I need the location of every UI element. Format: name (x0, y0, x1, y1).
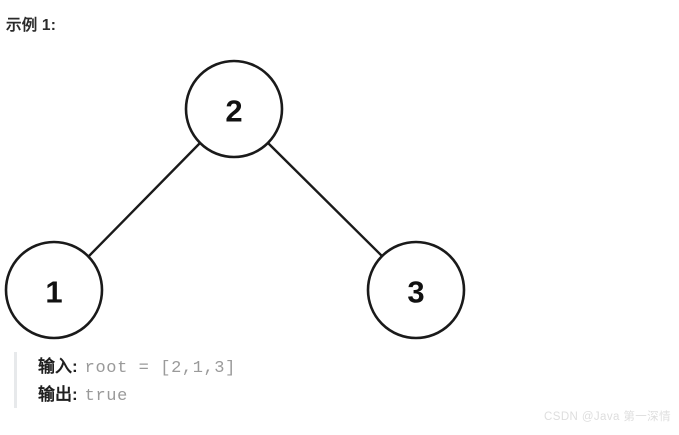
node-label: 1 (45, 275, 62, 310)
input-value: root = [2,1,3] (84, 359, 236, 378)
node-label: 3 (407, 275, 424, 310)
input-line: 输入: root = [2,1,3] (38, 352, 236, 380)
edge-root-to-right (266, 141, 385, 259)
edge-root-to-left (86, 141, 202, 259)
tree-node-right: 3 (366, 240, 466, 340)
csdn-watermark: CSDN @Java 第一深情 (544, 411, 671, 423)
node-circle (4, 240, 104, 340)
tree-svg: 2 1 3 (4, 59, 466, 340)
output-label: 输出: (38, 385, 78, 404)
binary-tree-diagram: 2 1 3 (0, 48, 679, 348)
io-example-block: 输入: root = [2,1,3] 输出: true (14, 352, 236, 408)
node-circle (184, 59, 284, 159)
tree-node-root: 2 (184, 59, 284, 159)
node-label: 2 (225, 94, 242, 129)
input-label: 输入: (38, 357, 78, 376)
output-value: true (84, 387, 128, 406)
node-circle (366, 240, 466, 340)
output-line: 输出: true (38, 380, 236, 408)
tree-node-left: 1 (4, 240, 104, 340)
page-title: 示例 1: (6, 17, 57, 34)
